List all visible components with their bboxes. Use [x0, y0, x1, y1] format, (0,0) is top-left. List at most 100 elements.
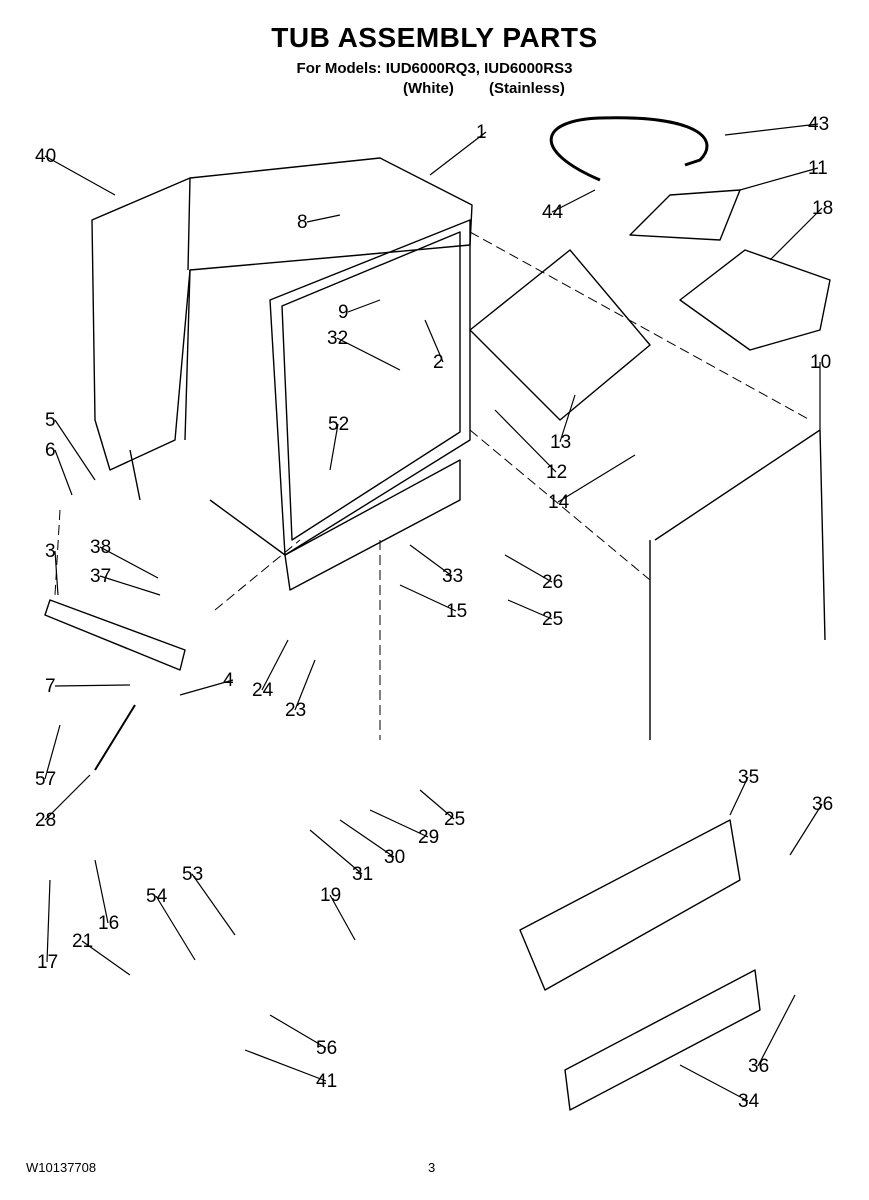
leader-line-52 [329, 423, 339, 471]
leader-line-4 [179, 679, 234, 696]
callout-label-56: 56 [316, 1038, 337, 1059]
callout-label-10: 10 [810, 352, 831, 373]
callout-label-13: 13 [550, 432, 571, 453]
callout-label-40: 40 [35, 146, 56, 167]
leader-line-3 [54, 550, 59, 596]
callout-label-44: 44 [542, 202, 564, 223]
leader-line-19 [329, 894, 356, 941]
leader-line-44 [551, 189, 596, 213]
leader-line-33 [409, 544, 453, 577]
mounting-bracket-3 [44, 599, 186, 671]
leader-line-54 [155, 895, 196, 961]
leader-line-17 [46, 879, 51, 963]
callout-label-7: 7 [45, 676, 56, 697]
leader-line-9 [347, 299, 381, 313]
leader-line-18 [769, 207, 823, 261]
callout-label-6: 6 [45, 440, 56, 461]
access-panel-34 [564, 969, 761, 1111]
leader-line-24 [261, 639, 289, 691]
leader-line-16 [94, 859, 109, 924]
callout-label-17: 17 [37, 952, 58, 973]
callout-label-2: 2 [433, 352, 444, 373]
side-channel [649, 429, 826, 740]
leader-line-13 [559, 394, 576, 443]
callout-label-11: 11 [808, 158, 828, 179]
callout-label-15: 15 [446, 601, 467, 622]
hardware-bag [679, 249, 831, 351]
leader-line-30 [339, 819, 395, 858]
leader-line-2 [424, 319, 444, 363]
callout-label-53: 53 [182, 864, 203, 885]
leader-line-7 [54, 684, 131, 687]
callout-label-14: 14 [548, 492, 570, 513]
leader-line-25a [507, 599, 553, 620]
variant-white: (White) [403, 80, 454, 97]
callout-label-8: 8 [297, 212, 308, 233]
spring [94, 704, 136, 771]
page-title: TUB ASSEMBLY PARTS [271, 22, 598, 53]
leader-line-23 [294, 659, 316, 711]
callout-label-4: 4 [223, 670, 234, 691]
callout-label-26: 26 [542, 572, 563, 593]
models-subtitle: For Models: IUD6000RQ3, IUD6000RS3 [296, 60, 573, 77]
callout-label-54: 54 [146, 886, 168, 907]
callout-label-23: 23 [285, 700, 306, 721]
variant-stainless: (Stainless) [489, 80, 565, 97]
callout-label-19: 19 [320, 885, 341, 906]
valve-bracket [629, 189, 741, 241]
leader-line-11 [739, 167, 819, 191]
callout-label-36a: 36 [812, 794, 833, 815]
callout-label-32: 32 [327, 328, 348, 349]
leader-line-1 [429, 131, 487, 176]
callout-label-57: 57 [35, 769, 56, 790]
tub-gasket [469, 249, 651, 421]
callout-label-30: 30 [384, 847, 405, 868]
callout-label-1: 1 [476, 122, 487, 143]
leader-line-38 [99, 546, 159, 579]
callout-label-24: 24 [252, 680, 274, 701]
tub-insulation-blanket [91, 157, 473, 471]
leader-line-28 [44, 774, 91, 821]
document-number: W10137708 [26, 1160, 97, 1175]
leader-line-25b [419, 789, 455, 820]
callout-label-33: 33 [442, 566, 463, 587]
callout-label-41: 41 [316, 1071, 337, 1092]
leader-line-29 [369, 809, 429, 838]
callout-label-16: 16 [98, 913, 119, 934]
callout-label-29: 29 [418, 827, 439, 848]
inlet-hose [549, 116, 709, 182]
callout-label-34: 34 [738, 1091, 760, 1112]
callout-label-52: 52 [328, 414, 349, 435]
tub-frame [269, 219, 471, 556]
callout-label-12: 12 [546, 462, 567, 483]
leader-line-36a [789, 803, 823, 856]
leader-line-53 [191, 873, 236, 936]
callout-label-35: 35 [738, 767, 759, 788]
leader-line-43 [724, 123, 819, 136]
leader-line-37 [99, 575, 161, 596]
leader-line-40 [44, 155, 116, 196]
page-number: 3 [428, 1160, 436, 1175]
callout-label-25a: 25 [542, 609, 563, 630]
callout-label-38: 38 [90, 537, 111, 558]
callout-label-18: 18 [812, 198, 833, 219]
leader-line-26 [504, 554, 553, 583]
callout-label-3: 3 [45, 541, 56, 562]
leader-lines [44, 123, 823, 1102]
leader-line-32 [336, 337, 401, 371]
toe-panel-35 [519, 819, 741, 991]
leader-line-36b [757, 994, 796, 1067]
callout-label-5: 5 [45, 410, 56, 431]
leader-line-14 [557, 454, 636, 503]
leader-line-21 [81, 940, 131, 976]
leader-line-34 [679, 1064, 749, 1102]
callout-label-25b: 25 [444, 809, 465, 830]
callout-label-28: 28 [35, 810, 56, 831]
leader-line-41 [244, 1049, 327, 1082]
leader-line-8 [306, 214, 341, 223]
callout-label-43: 43 [808, 114, 829, 135]
leader-line-57 [44, 724, 61, 780]
leader-line-6 [54, 449, 73, 496]
callout-label-31: 31 [352, 864, 373, 885]
